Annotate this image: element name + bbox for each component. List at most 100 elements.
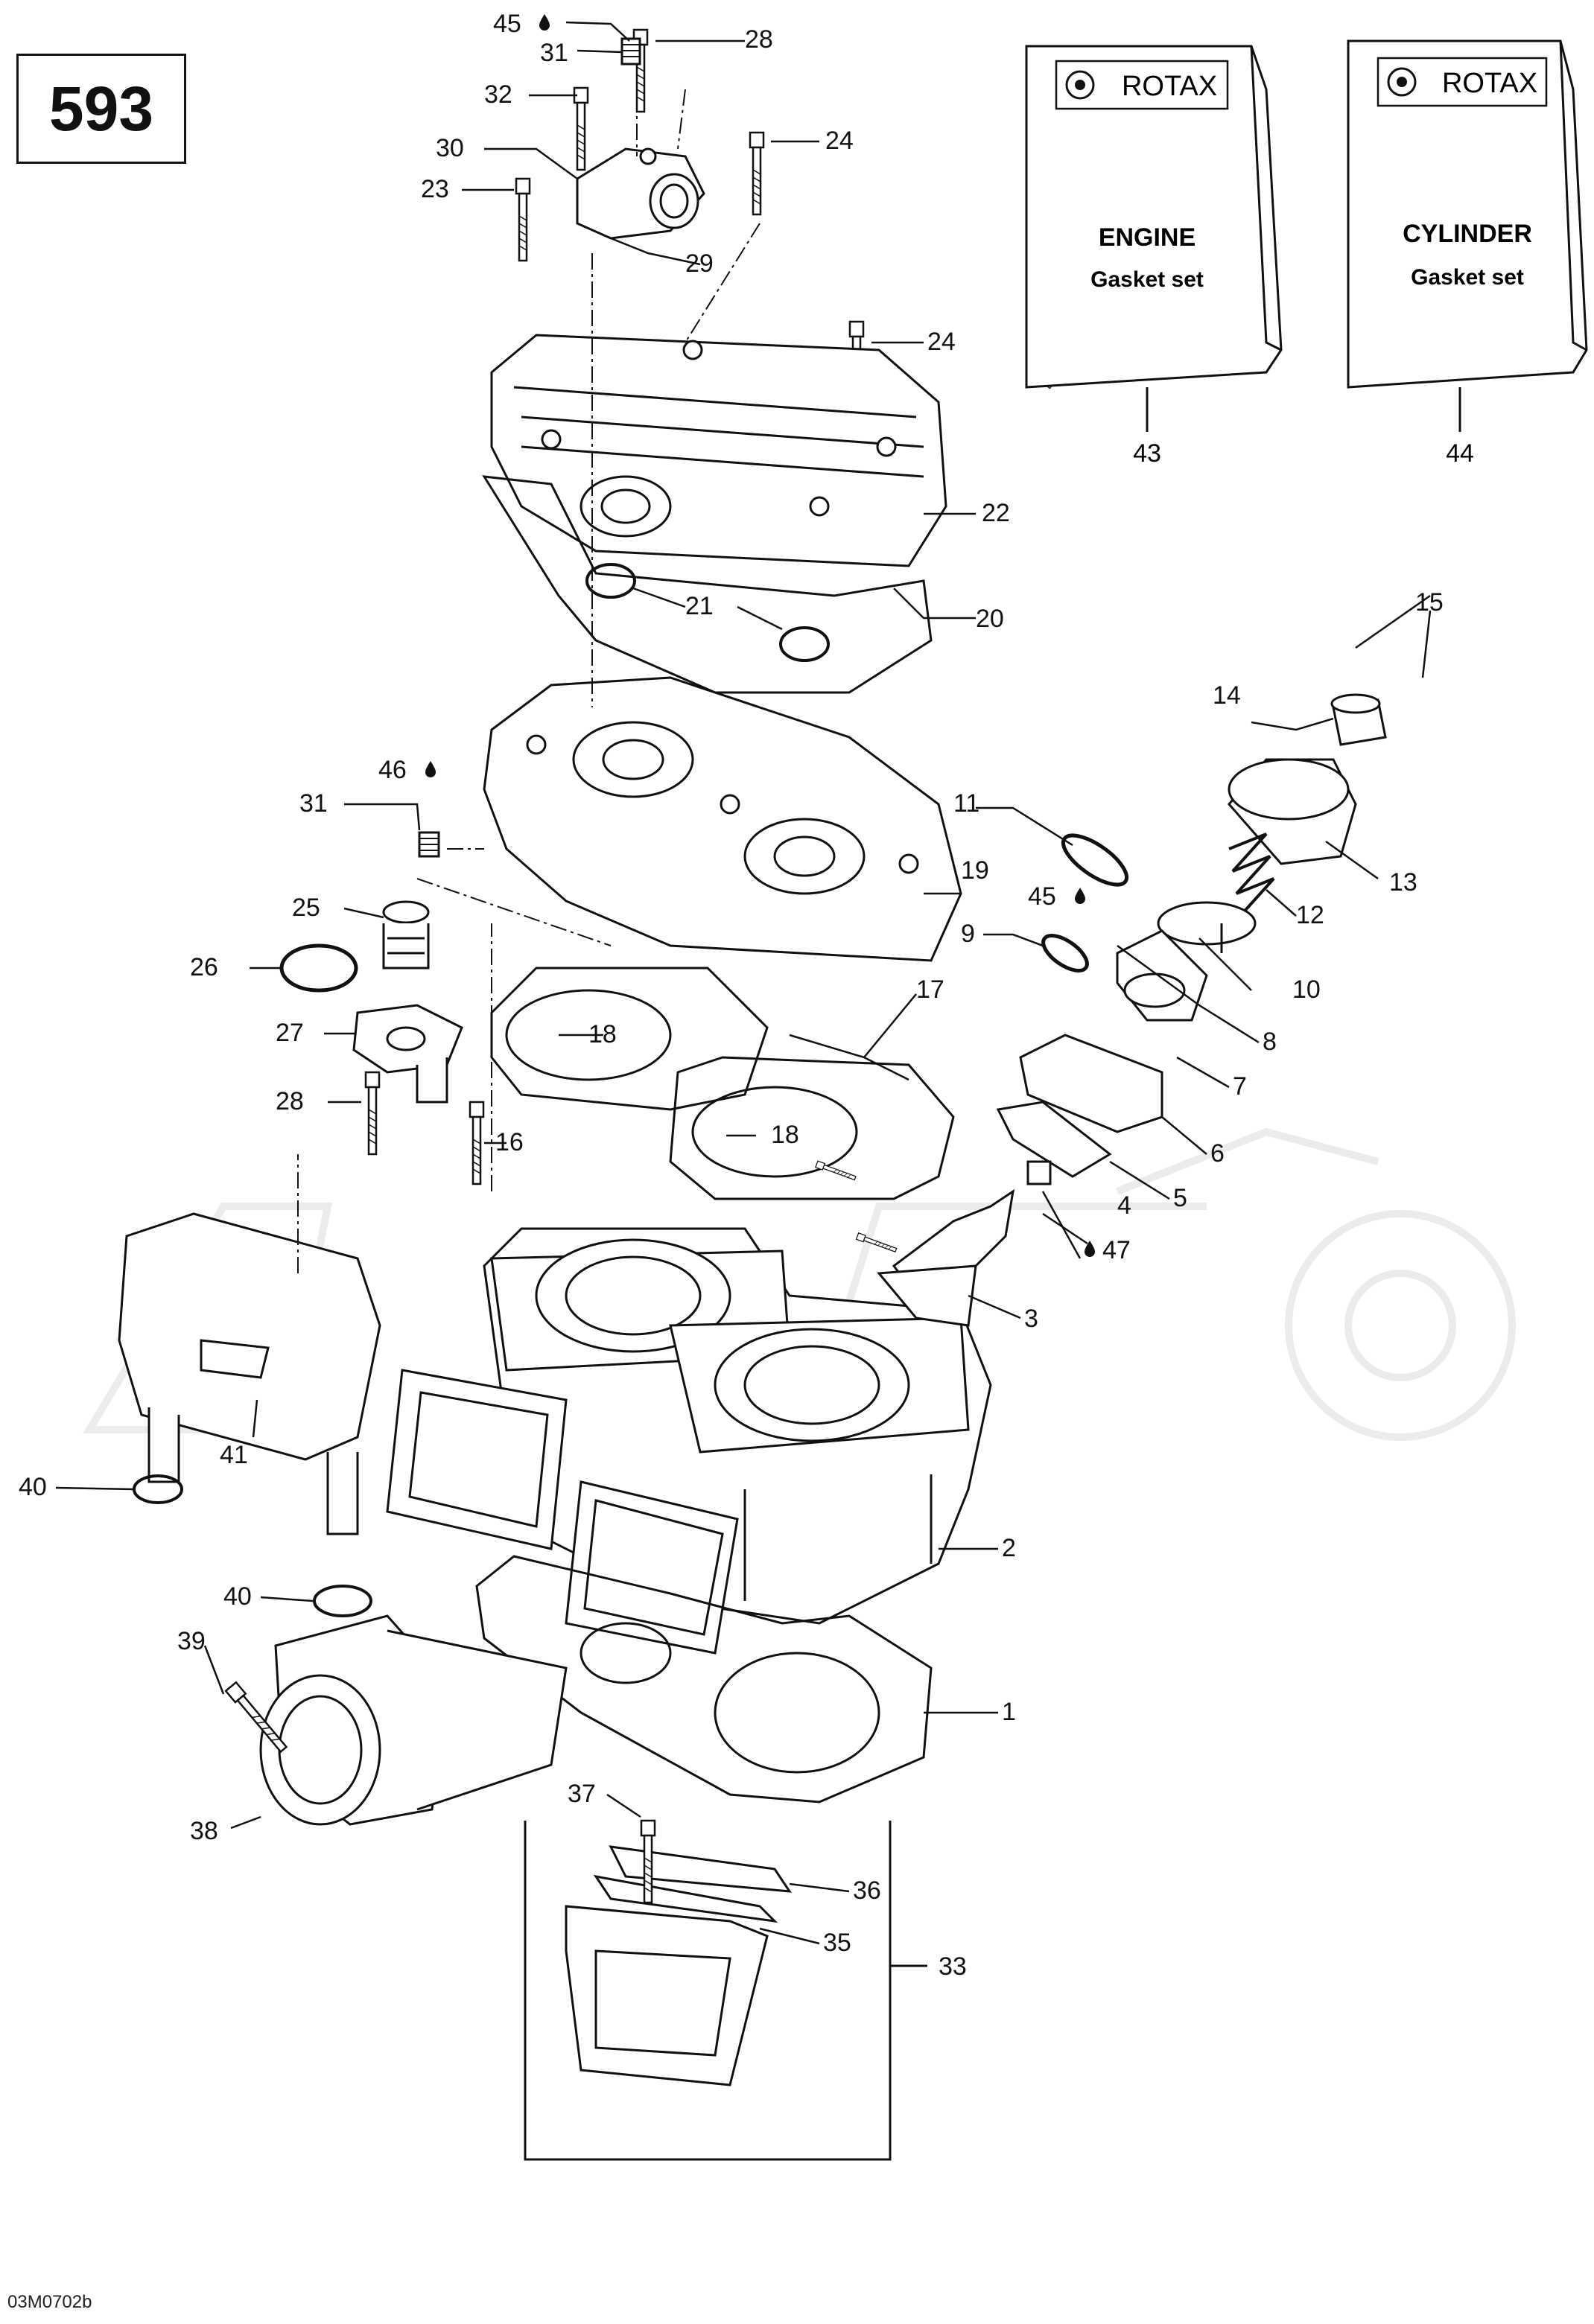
callout-20: 20 [976, 605, 1004, 633]
callout-44: 44 [1446, 439, 1474, 468]
rave-housing-8 [1116, 929, 1208, 1022]
callout-1: 1 [1002, 1698, 1016, 1726]
oil-drop-icon [1075, 888, 1085, 904]
callout-15: 15 [1415, 588, 1444, 617]
screw-15-a [815, 1160, 857, 1182]
o-ring-9 [1041, 934, 1089, 972]
callout-36: 36 [853, 1876, 881, 1905]
thermostat-housing [352, 1004, 463, 1104]
callout-14: 14 [1213, 681, 1241, 710]
gasket-set-box-cylinder: ROTAX CYLINDER Gasket set [1347, 39, 1588, 432]
rave-valve-3 [876, 1188, 1015, 1327]
callout-45-mid: 45 [1028, 882, 1056, 911]
carburetor-adapter [259, 1614, 568, 1826]
callout-40-b: 40 [223, 1582, 252, 1611]
callout-22: 22 [982, 499, 1010, 527]
callout-23: 23 [421, 175, 449, 203]
callout-47: 47 [1102, 1236, 1131, 1264]
callout-7: 7 [1233, 1072, 1247, 1101]
callout-37: 37 [568, 1780, 596, 1808]
bolt-16 [469, 1101, 485, 1185]
head-cover-gasket [482, 475, 933, 694]
setscrew-31-top [620, 37, 641, 66]
callout-17: 17 [916, 975, 944, 1004]
thermostat-housing-cover [576, 147, 705, 240]
rave-spring [1228, 832, 1275, 917]
callout-33: 33 [939, 1952, 967, 1981]
box-line1-43: ENGINE [1099, 223, 1196, 252]
thermostat [382, 900, 430, 970]
callout-25: 25 [292, 894, 320, 922]
reed-kit-bracket [524, 1821, 927, 2161]
callout-32: 32 [484, 80, 512, 109]
box-line2-44: Gasket set [1411, 265, 1524, 290]
bolt-23 [515, 177, 531, 262]
callout-4: 4 [1117, 1191, 1131, 1220]
callout-31-top: 31 [540, 39, 568, 67]
callout-29: 29 [685, 249, 714, 278]
callout-45-top: 45 [493, 10, 521, 38]
alignment-lines [297, 67, 761, 1273]
callout-18-b: 18 [771, 1121, 799, 1149]
bolt-24-a [749, 131, 765, 216]
box-brand-44: ROTAX [1442, 68, 1537, 99]
callout-38: 38 [190, 1817, 218, 1845]
oil-drop-icon [539, 14, 550, 31]
callout-27: 27 [276, 1019, 304, 1047]
rave-diaphragm-10 [1157, 901, 1257, 953]
setscrew-31-mid [418, 831, 440, 858]
callout-46: 46 [378, 756, 407, 784]
callout-28-top: 28 [745, 25, 773, 54]
callout-10: 10 [1292, 975, 1321, 1004]
callout-18-a: 18 [588, 1020, 617, 1048]
callout-39: 39 [177, 1627, 206, 1655]
callout-6: 6 [1210, 1139, 1225, 1168]
reed-stopper [593, 1874, 778, 1923]
o-ring-11 [1061, 833, 1129, 887]
o-ring-21-b [779, 626, 830, 662]
callout-labels: 45 31 28 32 30 23 24 29 24 22 20 21 15 1… [19, 10, 1444, 1981]
callout-41: 41 [220, 1441, 248, 1469]
callout-19: 19 [961, 856, 989, 885]
exhaust-manifold [118, 1212, 381, 1535]
callout-16: 16 [495, 1128, 524, 1156]
callout-21: 21 [685, 592, 714, 620]
box-line1-44: CYLINDER [1403, 220, 1532, 248]
rave-cap-14 [1330, 693, 1387, 746]
callout-40-a: 40 [19, 1473, 47, 1501]
bolt-32 [573, 86, 589, 171]
gasket-set-box-engine: ROTAX ENGINE Gasket set [1025, 45, 1283, 432]
callout-5: 5 [1173, 1184, 1187, 1212]
bolt-28-lower [364, 1071, 381, 1156]
box-brand-43: ROTAX [1122, 71, 1217, 102]
callout-8: 8 [1263, 1028, 1277, 1056]
cylinder-head [483, 676, 962, 962]
cylinder-head-cover [490, 334, 947, 567]
clamp-40-b [313, 1585, 372, 1617]
callout-35: 35 [823, 1929, 851, 1957]
rave-body-6 [1019, 1034, 1163, 1133]
head-gasket-17 [490, 967, 955, 1200]
callout-13: 13 [1389, 868, 1417, 897]
callout-2: 2 [1002, 1534, 1016, 1562]
figure-code: 03M0702b [7, 2292, 92, 2312]
oil-drop-icon [425, 761, 436, 777]
callout-3: 3 [1024, 1305, 1038, 1333]
thermostat-gasket [279, 943, 358, 993]
reed-petal-36 [609, 1845, 792, 1893]
callout-26: 26 [190, 953, 218, 981]
rave-gasket-5 [996, 1101, 1112, 1178]
o-ring-21-a [585, 563, 636, 599]
reed-valve-left [386, 1369, 739, 1655]
callout-9: 9 [961, 920, 975, 948]
callout-12: 12 [1296, 901, 1324, 929]
engine-number: 593 [48, 73, 154, 144]
rave-bushing-4 [1026, 1160, 1052, 1185]
callout-11: 11 [953, 789, 979, 818]
callout-31-mid: 31 [299, 789, 328, 818]
callout-24-b: 24 [927, 328, 956, 356]
reed-block-35 [565, 1905, 769, 2086]
callout-30: 30 [436, 134, 464, 162]
